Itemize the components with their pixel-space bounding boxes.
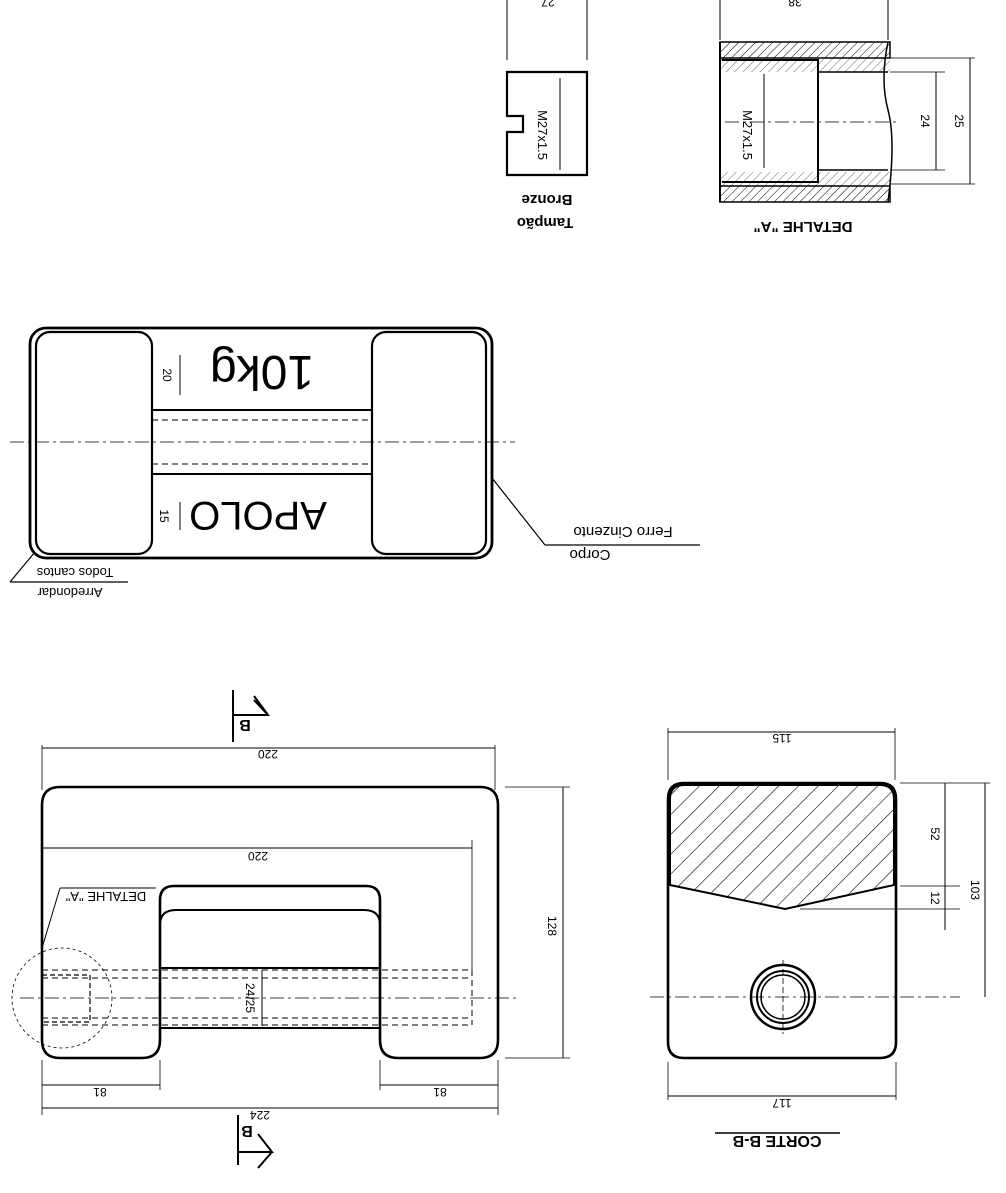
front-view-dim-inner: 220	[248, 849, 268, 863]
detail-a-dim-outer: 25	[952, 114, 966, 128]
top-view-material-2: Corpo	[570, 546, 611, 563]
section-dim-total: 103	[968, 880, 982, 900]
section-dim-upper: 52	[928, 827, 942, 841]
plug-detail: 27 M27x1.5 Bronze Tampão	[505, 0, 589, 231]
front-view-dim-overall: 220	[258, 747, 278, 761]
section-b-b: 115 52 12 103 117 CORTE B-B	[650, 728, 990, 1149]
plug-material-label: Bronze	[522, 191, 573, 208]
plug-thread-label: M27x1.5	[535, 110, 550, 160]
top-view-note-1: Todos cantos	[36, 565, 113, 580]
top-view-weight-text: 10kg	[210, 345, 314, 398]
plug-dim-top: 27	[541, 0, 555, 9]
detail-a-title: DETALHE "A"	[754, 218, 853, 235]
section-title: CORTE B-B	[733, 1132, 822, 1149]
section-dim-mid: 12	[928, 891, 942, 905]
top-view-material-1: Ferro Cinzento	[573, 523, 672, 540]
front-view-detail-callout: DETALHE "A"	[65, 889, 146, 904]
top-view: 20 10kg 15 APOLO Ferro Cinzento Corpo To…	[9, 326, 700, 600]
top-view-dim-brand: 15	[157, 509, 171, 523]
front-view-dim-right-foot: 81	[433, 1085, 447, 1099]
top-view-brand-text: APOLO	[189, 493, 327, 537]
detail-a-dim-top: 38	[788, 0, 802, 9]
front-view-section-mark-bottom: B	[241, 1122, 253, 1139]
top-view-note-2: Arredondar	[37, 585, 103, 600]
front-view-dim-bottom: 224	[250, 1108, 270, 1122]
detail-a: 38 M27x1.5 24 25 DETALHE "A"	[719, 0, 975, 235]
section-dim-top: 115	[772, 731, 791, 745]
front-view-dim-height: 128	[545, 916, 559, 936]
detail-a-thread-label: M27x1.5	[740, 110, 755, 160]
detail-a-dim-inner: 24	[918, 114, 932, 128]
plug-name-label: Tampão	[517, 214, 573, 231]
section-dim-bottom: 117	[772, 1096, 791, 1110]
front-view-section-mark-top: B	[239, 716, 251, 733]
front-view-dim-left-foot: 81	[93, 1085, 107, 1099]
front-view: B 220 220 24/25 DETALHE "A" 128	[11, 690, 570, 1169]
top-view-dim-weight: 20	[160, 368, 174, 382]
front-view-dim-bore: 24/25	[243, 983, 257, 1013]
